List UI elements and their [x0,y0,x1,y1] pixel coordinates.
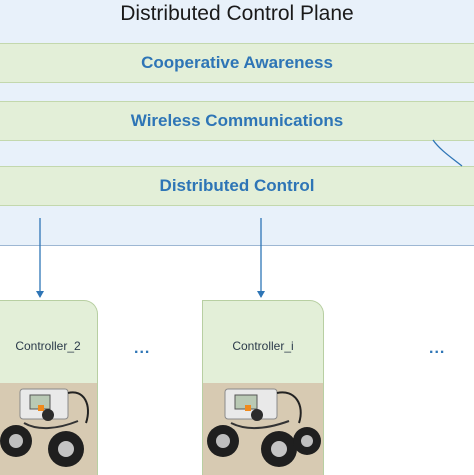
diagram-title: Distributed Control Plane [120,2,354,25]
ellipsis-marker: ... [134,340,151,357]
controller-i-node: Controller_i [202,300,324,475]
controller-2-label: Controller_2 [15,339,81,353]
robot-image [0,383,97,475]
controller-i-label: Controller_i [232,339,294,353]
cooperative-awareness-layer: Cooperative Awareness [0,43,474,83]
distributed-control-label: Distributed Control [159,176,315,195]
ellipsis-marker: ... [429,340,446,357]
robot-image [203,383,323,475]
cooperative-awareness-label: Cooperative Awareness [141,53,333,72]
wireless-communications-label: Wireless Communications [130,111,344,130]
wireless-communications-layer: Wireless Communications [0,101,474,141]
distributed-control-layer: Distributed Control [0,166,474,206]
controller-2-node: Controller_2 [0,300,98,475]
